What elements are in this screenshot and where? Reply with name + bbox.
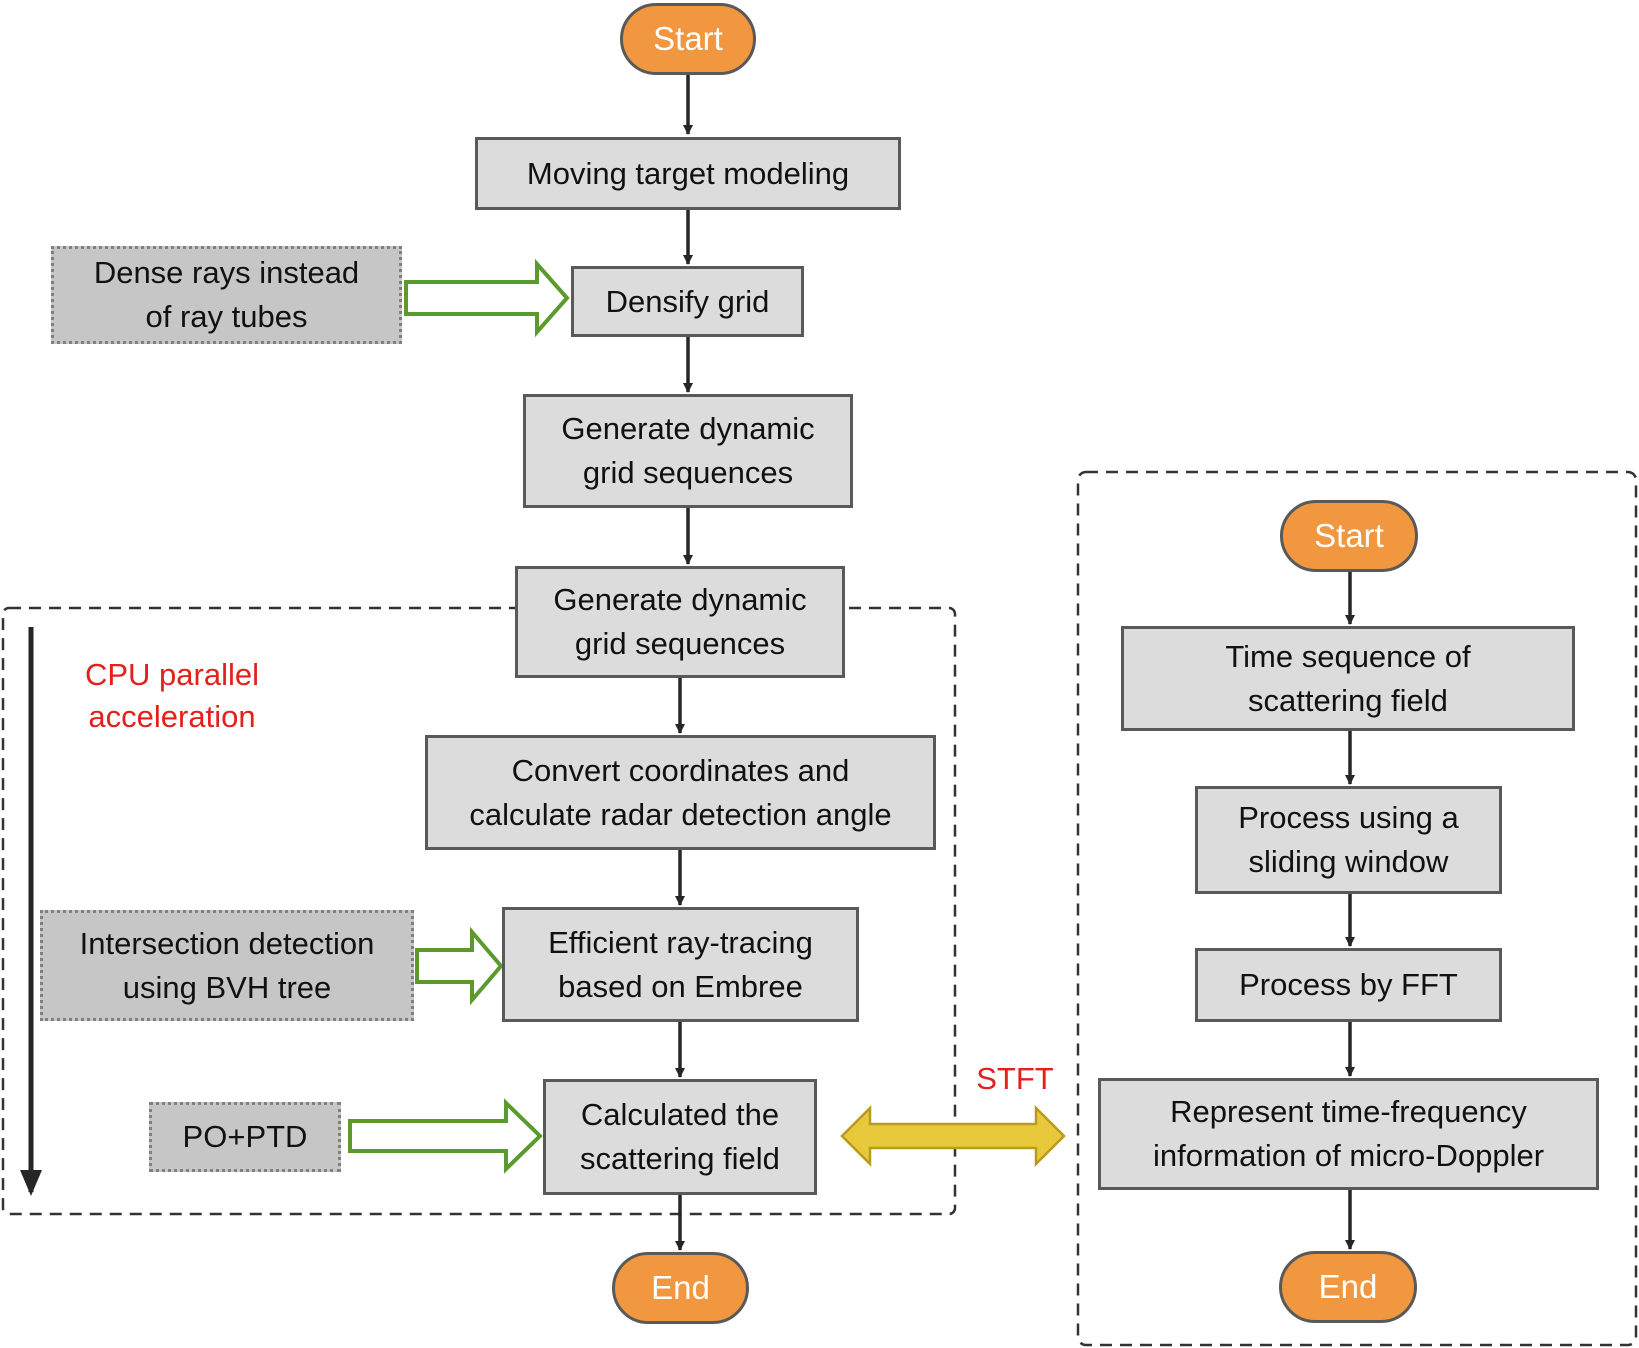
time-sequence-step: Time sequence of scattering field [1121,626,1575,731]
sliding-window-step: Process using a sliding window [1195,786,1502,894]
green-arrow-dense-rays [404,258,570,338]
represent-time-frequency-step: Represent time-frequency information of … [1098,1078,1599,1190]
cpu-parallel-acceleration-label: CPU parallel acceleration [84,657,259,734]
densify-grid-step: Densify grid [571,266,804,337]
fft-step: Process by FFT [1195,948,1502,1022]
bvh-intersection-note: Intersection detection using BVH tree [40,910,414,1021]
stft-group-border [1076,470,1638,1347]
moving-target-modeling-step: Moving target modeling [475,137,901,210]
po-ptd-note: PO+PTD [149,1102,341,1172]
convert-coordinates-step: Convert coordinates and calculate radar … [425,735,936,850]
green-arrow-bvh [415,926,504,1006]
left-end-terminal: End [612,1252,749,1324]
cpu-parallel-group-border [1,606,957,1216]
generate-dynamic-grid-sequences-step-1: Generate dynamic grid sequences [523,394,853,508]
calculated-scattering-field-step: Calculated the scattering field [543,1079,817,1195]
efficient-ray-tracing-step: Efficient ray-tracing based on Embree [502,907,859,1022]
stft-label: STFT [976,1061,1054,1096]
dense-rays-note: Dense rays instead of ray tubes [51,246,402,344]
right-end-terminal: End [1279,1251,1417,1323]
left-start-terminal: Start [620,3,756,75]
stft-double-arrow [840,1104,1066,1168]
cpu-parallel-arrow-head [20,1170,42,1196]
right-start-terminal: Start [1280,500,1418,572]
generate-dynamic-grid-sequences-step-2: Generate dynamic grid sequences [515,566,845,678]
green-arrow-po-ptd [348,1098,543,1174]
